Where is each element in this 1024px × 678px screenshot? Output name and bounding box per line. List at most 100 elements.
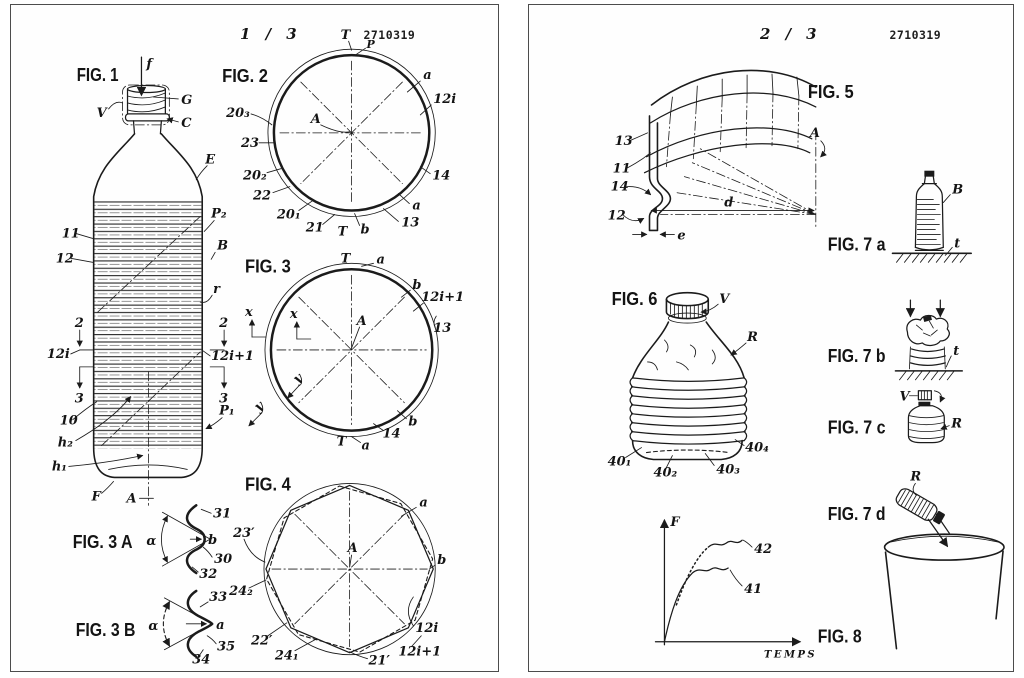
fig7d-drawing: FIG. 7 d R — [828, 469, 1005, 650]
fig1-section2-left: 2 — [74, 316, 84, 331]
outer-circle — [263, 482, 436, 656]
band-top-edge — [650, 69, 817, 106]
fig4-title: FIG. 4 — [245, 474, 291, 495]
fig1-section2-right: 2 — [218, 316, 228, 331]
fig2-label-p: P — [366, 38, 376, 51]
fig6-label-v: V — [719, 292, 731, 307]
fig3a-label-alpha: α — [146, 534, 156, 549]
fig4-label-12i1: 12i+1 — [398, 645, 441, 660]
bottle-mouth — [126, 84, 166, 94]
bellows-ribs — [630, 377, 746, 445]
fig6-label-40-4: 40₄ — [745, 441, 769, 456]
fig3a-label-b: b — [208, 533, 217, 548]
wall-section-profile — [648, 115, 672, 232]
section-wall-circle — [269, 268, 434, 432]
fig5-label-e: e — [677, 228, 685, 243]
crumpled-mass — [906, 314, 950, 347]
fig8-ylabel: F — [669, 515, 680, 530]
patent-number: 2710319 — [890, 28, 942, 42]
fig1-label-11: 11 — [62, 226, 80, 241]
bottle-neck — [918, 401, 931, 406]
fig1-label-h2: h₂ — [58, 436, 73, 451]
fig6-label-40-1: 40₁ — [608, 454, 632, 469]
fig4-label-b: b — [437, 553, 446, 568]
fig8-drawing: FIG. 8 F TEMPS 42 41 — [654, 515, 862, 661]
fig2-label-a-lower: a — [412, 199, 420, 214]
fig6-label-40-2: 40₂ — [653, 465, 677, 480]
fig1-label-12i1: 12i+1 — [211, 349, 254, 364]
fig7c-label-r: R — [950, 417, 962, 432]
octagon-dashed — [266, 485, 434, 653]
fig3b-label-alpha: α — [148, 619, 158, 634]
bellows-sides — [629, 377, 748, 442]
fig3-label-y-inner: y — [290, 370, 307, 388]
fig1-label-f: f — [145, 57, 154, 72]
fig8-title: FIG. 8 — [818, 627, 862, 648]
fig2-label-21: 21 — [305, 220, 324, 235]
screw-arrow — [933, 390, 946, 403]
bottle-outline — [914, 183, 944, 248]
fig6-title: FIG. 6 — [612, 289, 658, 310]
page2-drawing: 2 / 3 2710319 FIG. 5 A d e 13 11 14 12 F… — [608, 25, 1005, 661]
fig2-label-23: 23 — [240, 136, 259, 151]
fig2-label-20-3: 20₃ — [225, 106, 250, 121]
cap-top — [665, 291, 710, 307]
fig3b-label-34: 34 — [192, 653, 210, 668]
fig4-label-12i: 12i — [415, 621, 438, 636]
cap-fragment — [922, 315, 932, 322]
fig4-label-21p: 21′ — [368, 654, 391, 669]
fig1-label-p2: P₂ — [210, 206, 227, 221]
fig6-label-r: R — [746, 330, 758, 345]
fig2-label-20-1: 20₁ — [276, 207, 301, 222]
fig3a-label-31: 31 — [213, 506, 231, 521]
fig5-drawing: FIG. 5 A d e 13 11 14 12 — [608, 69, 854, 243]
compact-bottle-outline — [907, 405, 945, 444]
fig7b-label-t: t — [953, 344, 959, 359]
fig7b-drawing: FIG. 7 b t — [828, 299, 964, 381]
fig3-label-12i1: 12i+1 — [421, 290, 464, 305]
cap-icon — [917, 390, 932, 401]
fig2-label-22: 22 — [252, 189, 271, 204]
bottle-cap — [924, 170, 935, 177]
fig2-title: FIG. 2 — [222, 66, 268, 87]
curve-42-dotted — [675, 546, 710, 606]
curve-41 — [663, 567, 729, 643]
fig2-label-b: b — [361, 222, 370, 237]
fan-axes — [660, 130, 817, 229]
octagon-solid — [265, 484, 434, 654]
fig3-label-14: 14 — [382, 427, 400, 442]
fig5-label-d: d — [724, 196, 733, 211]
fig3-label-13: 13 — [433, 321, 451, 336]
fig7a-label-b: B — [951, 183, 963, 198]
section-wall-circle — [272, 53, 431, 212]
base-inner-arc — [108, 464, 188, 470]
patent-page-1: 1 / 3 2710319 FIG. 1 V G C f E P₂ 11 12 … — [10, 4, 499, 672]
fig7a-drawing: FIG. 7 a B t — [828, 170, 972, 263]
radial-axes — [271, 490, 428, 648]
fig3-label-a-bottom: a — [362, 439, 370, 454]
fig4-drawing: FIG. 4 a 23′ A b 24₂ 22′ 24₁ 21′ 12i 12i… — [228, 474, 446, 668]
fig1-section3-left: 3 — [75, 392, 84, 407]
sheet-number: 1 / 3 — [240, 25, 302, 43]
fig2-drawing: FIG. 2 T P a 12i 14 a 13 b T 21 20₁ 22 2… — [222, 28, 456, 239]
fig8-xlabel: TEMPS — [764, 650, 817, 661]
fig3b-title: FIG. 3 B — [76, 620, 136, 641]
fig2-label-a-center: A — [309, 112, 321, 127]
rib-profile-curve — [185, 504, 206, 575]
fig1-section3-right: 3 — [219, 392, 228, 407]
fig3-label-b-upper: b — [412, 278, 421, 293]
fig1-label-c: C — [181, 116, 192, 131]
bottle-outline — [92, 133, 204, 479]
fig2-label-t-bottom: T — [338, 224, 349, 239]
fig3-label-t-bottom: T — [337, 435, 348, 450]
fig7c-label-v: V — [899, 390, 911, 405]
fig4-label-a: a — [419, 495, 427, 510]
patent-page-2: 2 / 3 2710319 FIG. 5 A d e 13 11 14 12 F… — [528, 4, 1014, 672]
fig3a-label-32: 32 — [199, 567, 217, 582]
fig1-label-f-base: F — [91, 489, 102, 504]
fig4-label-a-center: A — [346, 541, 358, 556]
fig5-label-a: A — [808, 126, 820, 141]
discarded-bottle — [895, 488, 945, 525]
fig3-label-x-inner: x — [289, 307, 298, 322]
